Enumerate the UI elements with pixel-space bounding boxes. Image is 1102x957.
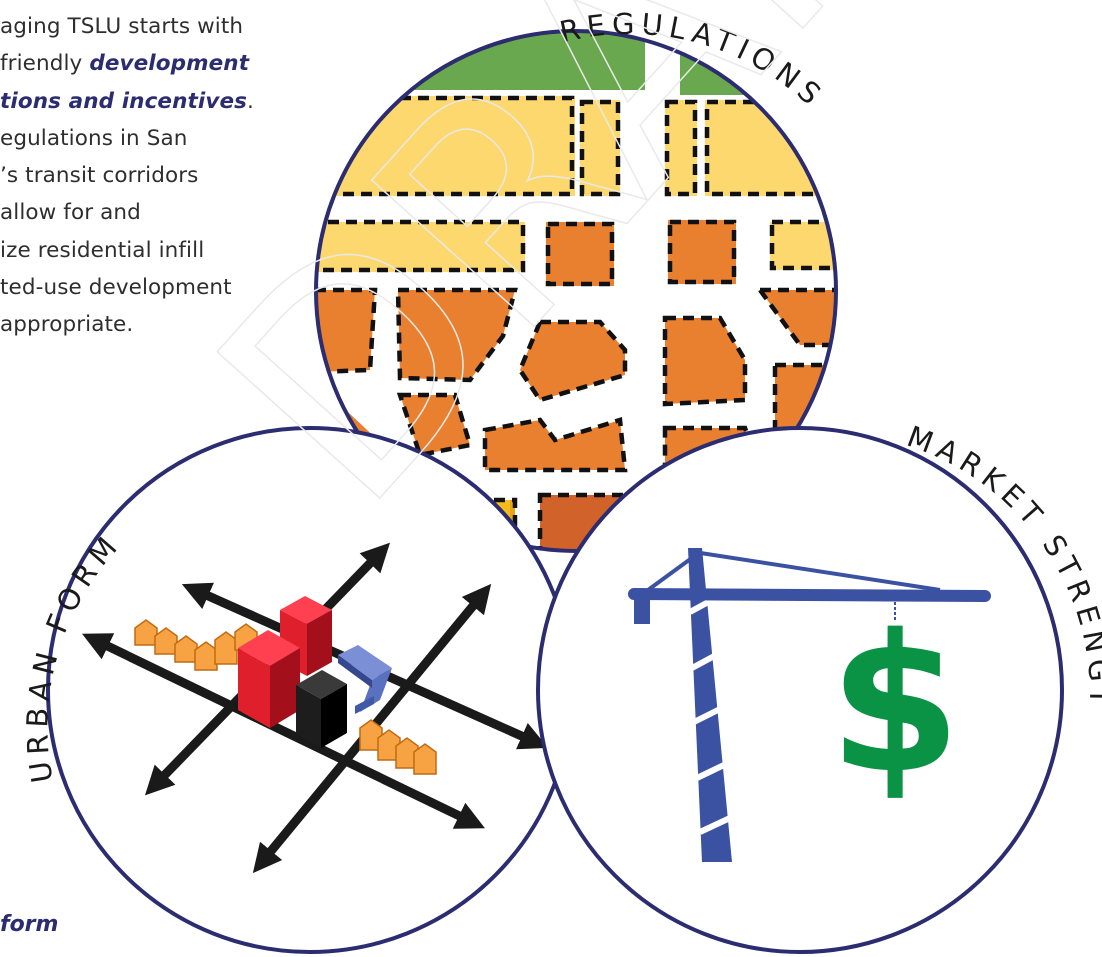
intro-line-2: friendly development: [0, 51, 250, 77]
city-grid-icon: [82, 542, 549, 874]
black-building: [296, 670, 347, 748]
dollar-icon: $: [829, 594, 961, 815]
intro-line-1: aging TSLU starts with: [0, 14, 244, 39]
red-building-large: [238, 630, 300, 728]
intro-paragraph: aging TSLU starts with friendly developm…: [0, 8, 330, 344]
intro-line-6: allow for and: [0, 200, 141, 226]
intro-line-5: ’s transit corridors: [0, 163, 199, 189]
intro-line-3: tions and incentives.: [0, 88, 254, 114]
blue-building: [338, 645, 392, 714]
urban-form-circle: URBAN FORM: [20, 426, 574, 954]
footer-label: form: [0, 912, 59, 937]
intro-line-4: egulations in San: [0, 125, 188, 151]
intro-line-7: ize residential infill: [0, 237, 205, 263]
intro-line-8: ted-use development: [0, 275, 232, 301]
intro-line-9: appropriate.: [0, 312, 134, 338]
crane-dollar-icon: $: [628, 548, 991, 862]
